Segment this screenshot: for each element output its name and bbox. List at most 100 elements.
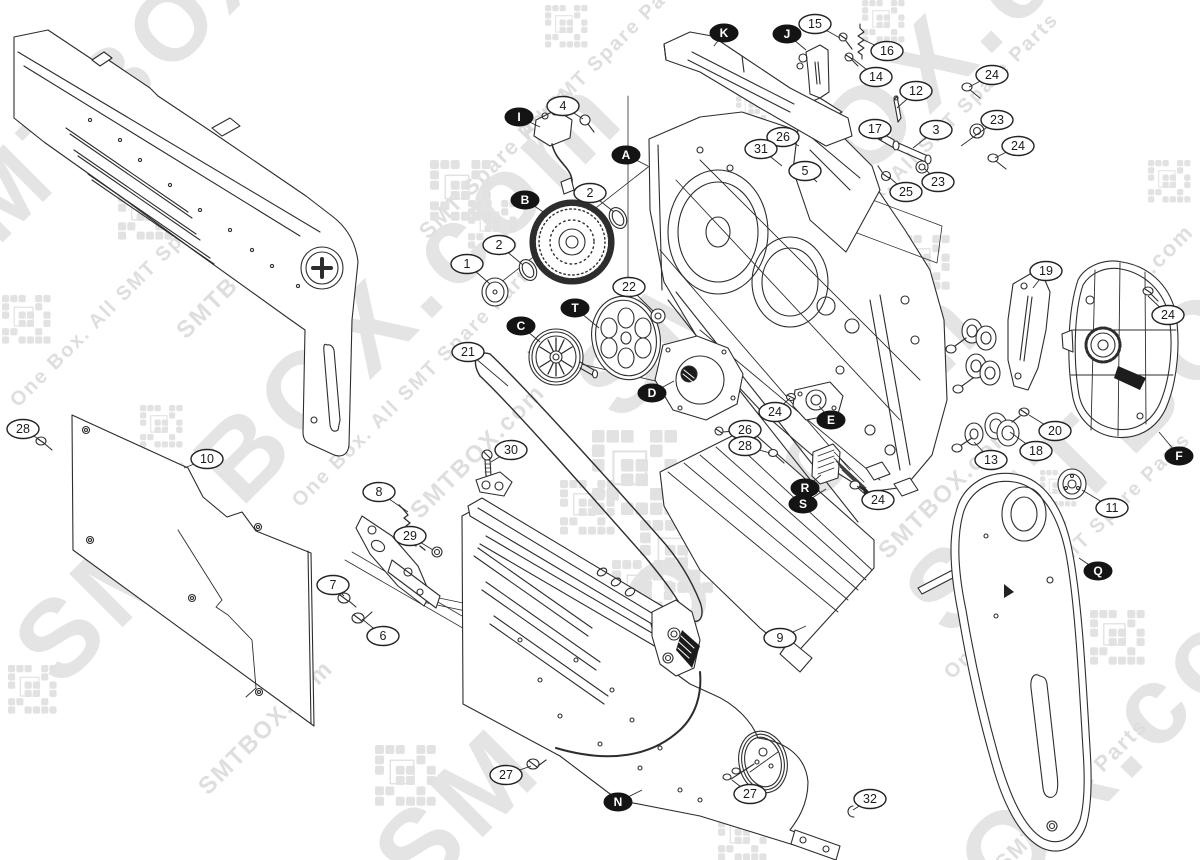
part-pulley-11 [1057, 468, 1087, 500]
part-top-rail-k [663, 31, 853, 147]
svg-text:I: I [517, 110, 520, 124]
part-screw-24a [961, 82, 981, 99]
svg-text:17: 17 [868, 122, 882, 136]
part-washer-22 [650, 308, 666, 324]
callout-26: 26 [722, 419, 762, 441]
part-screw-20 [1011, 407, 1030, 423]
part-screw-30 [475, 449, 513, 497]
callout-23: 23 [921, 168, 955, 193]
callout-letter-N: N [603, 789, 643, 812]
svg-text:9: 9 [777, 631, 784, 645]
part-roller-13 [951, 422, 984, 453]
callout-27: 27 [489, 764, 532, 786]
callout-20: 20 [1028, 414, 1072, 442]
svg-text:19: 19 [1039, 264, 1053, 278]
svg-text:26: 26 [776, 130, 790, 144]
callout-24: 24 [994, 135, 1035, 159]
part-screw-25 [877, 165, 892, 182]
part-washer-2b [518, 259, 538, 281]
svg-text:32: 32 [863, 792, 877, 806]
part-screw-24b [987, 153, 1007, 170]
svg-text:26: 26 [738, 423, 752, 437]
part-roller-stack-top [945, 318, 997, 354]
svg-text:6: 6 [380, 629, 387, 643]
part-bracket-j [796, 44, 830, 99]
callout-10: 10 [183, 448, 224, 470]
callout-24: 24 [856, 485, 895, 511]
svg-text:2: 2 [587, 186, 594, 200]
callout-28: 28 [6, 418, 41, 441]
watermark-logo-blocks [430, 160, 491, 221]
svg-text:27: 27 [499, 768, 513, 782]
svg-text:22: 22 [622, 280, 636, 294]
callout-18: 18 [1009, 431, 1053, 462]
callout-24: 24 [968, 64, 1009, 88]
callout-8: 8 [362, 481, 409, 513]
part-washer-23a [915, 160, 929, 174]
callout-5: 5 [788, 160, 822, 183]
svg-text:T: T [571, 301, 579, 315]
svg-text:28: 28 [738, 439, 752, 453]
callout-32: 32 [852, 788, 887, 811]
svg-text:21: 21 [461, 345, 475, 359]
callout-31: 31 [744, 138, 783, 167]
watermark-logo-blocks [1148, 160, 1191, 203]
callout-24: 24 [758, 397, 792, 423]
callout-letter-Q: Q [1078, 557, 1113, 581]
part-motor-d [654, 335, 744, 421]
callout-28: 28 [728, 435, 771, 457]
svg-text:24: 24 [1161, 308, 1175, 322]
part-nut-29 [431, 546, 443, 558]
part-arm-19 [1007, 273, 1051, 391]
callout-2: 2 [573, 182, 615, 213]
svg-text:24: 24 [985, 68, 999, 82]
watermark-logo-blocks [140, 405, 183, 448]
svg-text:7: 7 [330, 578, 337, 592]
callout-6: 6 [361, 618, 400, 647]
part-screw-6 [351, 611, 373, 624]
svg-text:A: A [622, 148, 631, 162]
callout-letter-S: S [788, 488, 827, 514]
part-spool-18 [984, 412, 1020, 447]
svg-text:C: C [517, 319, 526, 333]
callout-12: 12 [896, 80, 933, 109]
svg-text:12: 12 [909, 84, 923, 98]
part-idler-c [528, 328, 599, 386]
callout-24: 24 [1147, 295, 1185, 326]
callout-letter-I: I [504, 107, 541, 128]
svg-text:N: N [614, 795, 623, 809]
watermark-logo-blocks [2, 295, 51, 344]
svg-text:S: S [799, 497, 807, 511]
svg-text:27: 27 [743, 787, 757, 801]
callout-9: 9 [763, 625, 807, 649]
svg-text:14: 14 [869, 70, 883, 84]
svg-text:11: 11 [1106, 501, 1119, 515]
svg-text:1: 1 [464, 257, 471, 271]
callout-21: 21 [451, 341, 509, 387]
callout-11: 11 [1081, 489, 1129, 519]
part-screw-26b [714, 426, 724, 436]
svg-text:Q: Q [1093, 564, 1102, 578]
svg-text:30: 30 [504, 443, 518, 457]
callout-layer: 1516141224233241726315252342212221192420… [6, 13, 1194, 812]
callout-26: 26 [766, 126, 800, 148]
part-clip-32 [847, 805, 855, 818]
callout-16: 16 [863, 39, 904, 62]
callout-27: 27 [731, 779, 767, 805]
callout-14: 14 [851, 57, 893, 88]
svg-text:R: R [801, 481, 810, 495]
svg-text:28: 28 [16, 422, 30, 436]
part-pin-12 [893, 95, 902, 123]
svg-text:2: 2 [496, 238, 503, 252]
part-sprocket-disc-t [591, 295, 661, 381]
watermark-logo-blocks [560, 480, 615, 535]
part-screw-14 [844, 52, 859, 67]
callout-25: 25 [888, 176, 923, 203]
svg-text:31: 31 [754, 142, 768, 156]
svg-text:F: F [1175, 449, 1182, 463]
part-screw-7 [337, 592, 357, 608]
callout-1: 1 [450, 253, 491, 285]
callout-23: 23 [960, 109, 1014, 147]
